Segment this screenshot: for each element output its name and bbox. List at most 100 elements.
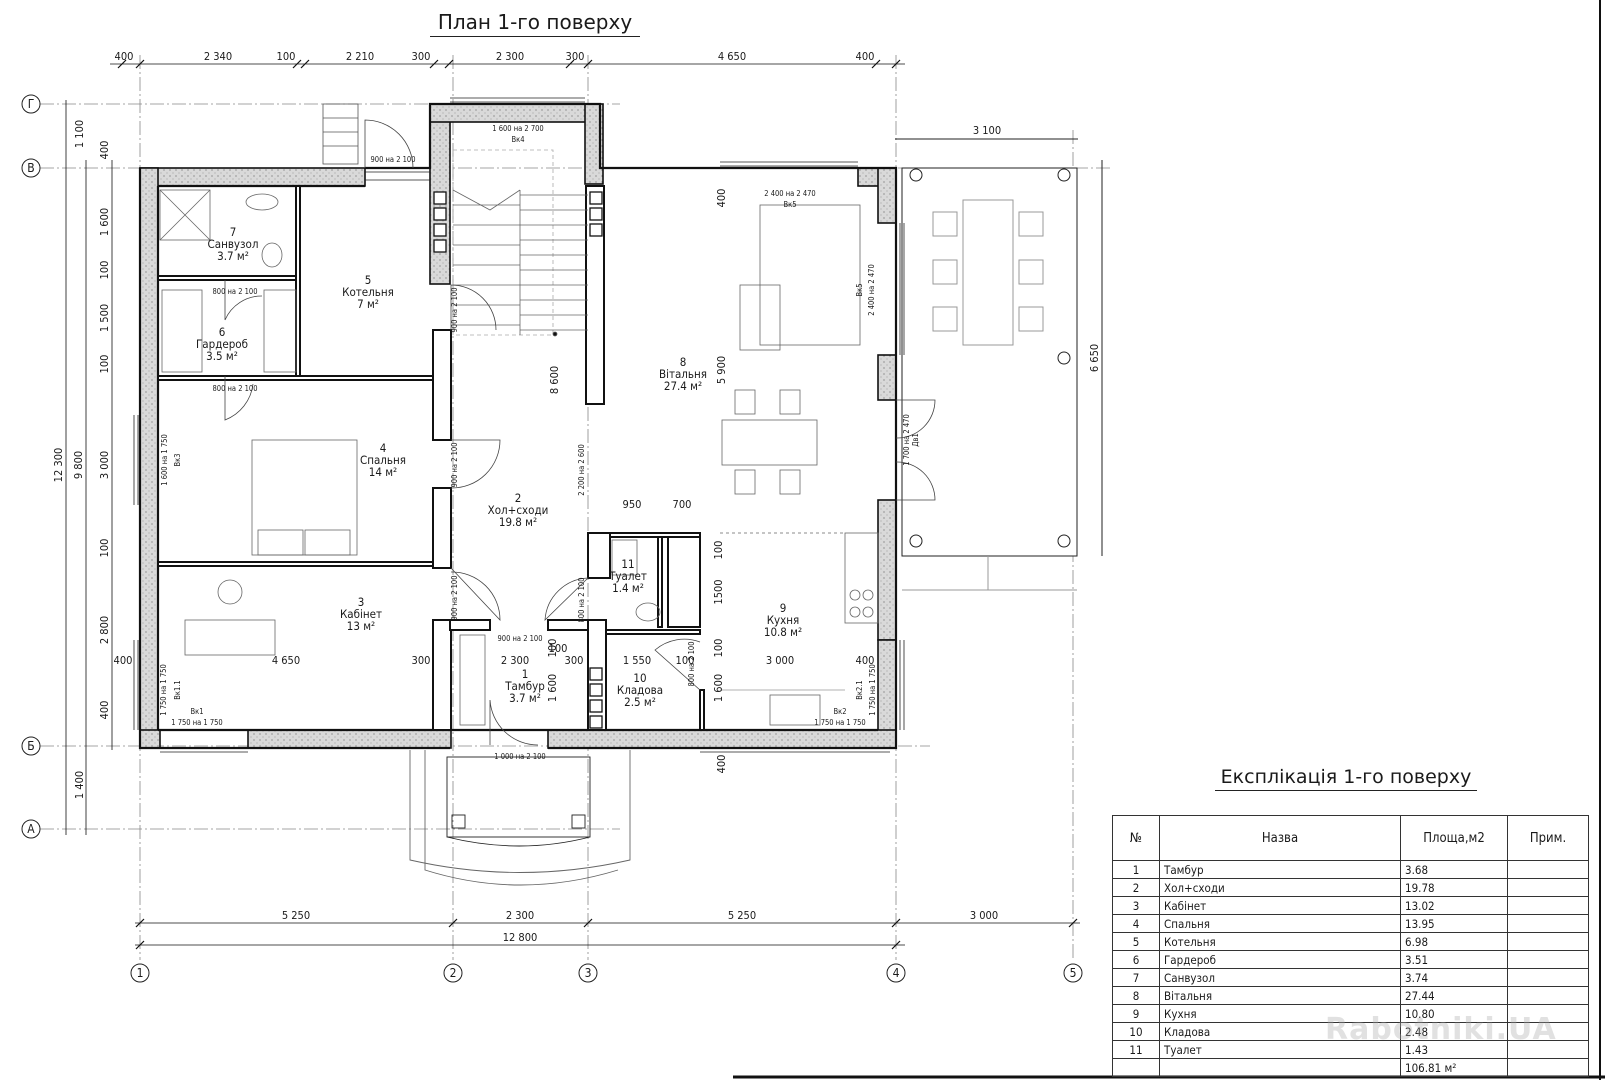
col-header-no: № <box>1112 815 1160 861</box>
room-name: Спальня <box>360 453 406 467</box>
dim-text: 1 100 <box>73 120 86 148</box>
room-area: 27.4 м² <box>664 379 702 393</box>
dim-text: 400 <box>715 189 728 208</box>
dim-text: 100 <box>546 639 559 658</box>
dim-text: 2 300 <box>501 654 529 667</box>
dim-text: 12 300 <box>52 448 65 483</box>
opening-size: 800 на 2 100 <box>212 287 257 296</box>
room-name: Котельня <box>342 285 394 299</box>
axis-label-col: 3 <box>585 966 592 980</box>
col-header-note: Прим. <box>1507 815 1589 861</box>
opening-size: 900 на 2 100 <box>450 442 459 487</box>
room-number: 7 <box>230 225 237 239</box>
chimney <box>433 191 603 729</box>
dim-text: 400 <box>715 755 728 774</box>
dim-text: 300 <box>565 654 584 667</box>
room-name: Хол+сходи <box>488 503 549 517</box>
room-number: 1 <box>522 667 529 681</box>
furniture <box>159 189 879 726</box>
explication-title: Експлікація 1-го поверху <box>1215 766 1477 791</box>
table-header-row: № Назва Площа,м2 Прим. <box>1112 815 1589 861</box>
col-header-area: Площа,м2 <box>1400 815 1508 861</box>
axis-bubbles <box>21 94 1083 983</box>
dim-text: 400 <box>115 50 134 63</box>
room-name: Вітальня <box>659 367 707 381</box>
axis-label-col: 1 <box>137 966 144 980</box>
dim-text: 100 <box>712 541 725 560</box>
room-number: 3 <box>358 595 365 609</box>
dim-text: 400 <box>114 654 133 667</box>
dim-text: 3 000 <box>98 451 111 479</box>
room-area: 19.8 м² <box>499 515 537 529</box>
opening-size: 2 200 на 2 600 <box>577 444 586 495</box>
room-name: Санвузол <box>208 237 259 251</box>
dim-text: 2 300 <box>496 50 524 63</box>
wall-outlines <box>138 102 898 750</box>
dim-text: 400 <box>856 654 875 667</box>
room-number: 11 <box>621 557 634 571</box>
dim-text: 12 800 <box>503 931 538 944</box>
axis-label-row: В <box>27 161 34 175</box>
porch <box>409 750 631 886</box>
room-number: 2 <box>515 491 522 505</box>
dim-text: 700 <box>673 498 692 511</box>
dim-text: 1 600 <box>98 208 111 236</box>
dim-text: 100 <box>98 539 111 558</box>
doors <box>224 119 936 746</box>
stair <box>452 149 588 337</box>
axis-label-col: 5 <box>1070 966 1077 980</box>
dim-text: 4 650 <box>272 654 300 667</box>
opening-mark: Вк3 <box>173 454 182 467</box>
opening-size: 1 700 на 2 470 <box>902 414 911 465</box>
opening-mark: Вк4 <box>512 135 525 144</box>
room-name: Тамбур <box>504 679 545 693</box>
room-area: 14 м² <box>369 465 397 479</box>
dim-text: 300 <box>412 50 431 63</box>
dim-text: 4 650 <box>718 50 746 63</box>
dim-text: 2 300 <box>506 909 534 922</box>
total-area: 106.81 м² <box>1400 1058 1508 1077</box>
dim-text: 100 <box>98 355 111 374</box>
room-number: 4 <box>380 441 387 455</box>
axis-label-row: А <box>27 822 35 836</box>
opening-mark: Вк2.1 <box>855 680 864 699</box>
dim-text: 1 400 <box>73 771 86 799</box>
table-total-row: 106.81 м² <box>1112 1058 1589 1077</box>
dim-text: 1 550 <box>623 654 651 667</box>
axis-label-row: Г <box>28 97 35 111</box>
dim-text: 1500 <box>712 579 725 604</box>
room-area: 10.8 м² <box>764 625 802 639</box>
opening-size: 900 на 2 100 <box>450 575 459 620</box>
room-area: 3.7 м² <box>509 691 541 705</box>
opening-size: 2 400 на 2 470 <box>764 189 815 198</box>
room-area: 3.5 м² <box>206 349 238 363</box>
dim-text: 2 800 <box>98 616 111 644</box>
col-header-name: Назва <box>1159 815 1401 861</box>
opening-mark: Вк5 <box>855 284 864 297</box>
opening-size: 800 на 2 100 <box>577 577 586 622</box>
windows <box>133 97 905 753</box>
dim-text: 3 000 <box>766 654 794 667</box>
dim-text: 3 000 <box>970 909 998 922</box>
dim-text: 400 <box>98 701 111 720</box>
dim-text: 400 <box>856 50 875 63</box>
room-number: 10 <box>633 671 646 685</box>
room-area: 13 м² <box>347 619 375 633</box>
opening-mark: Дв1 <box>911 433 920 447</box>
dim-text: 9 800 <box>72 451 85 479</box>
room-name: Гардероб <box>196 337 248 351</box>
dim-bottom <box>135 918 1080 950</box>
dim-text: 1 600 <box>712 674 725 702</box>
room-area: 3.7 м² <box>217 249 249 263</box>
dim-text: 400 <box>98 141 111 160</box>
room-name: Кабінет <box>340 607 382 621</box>
